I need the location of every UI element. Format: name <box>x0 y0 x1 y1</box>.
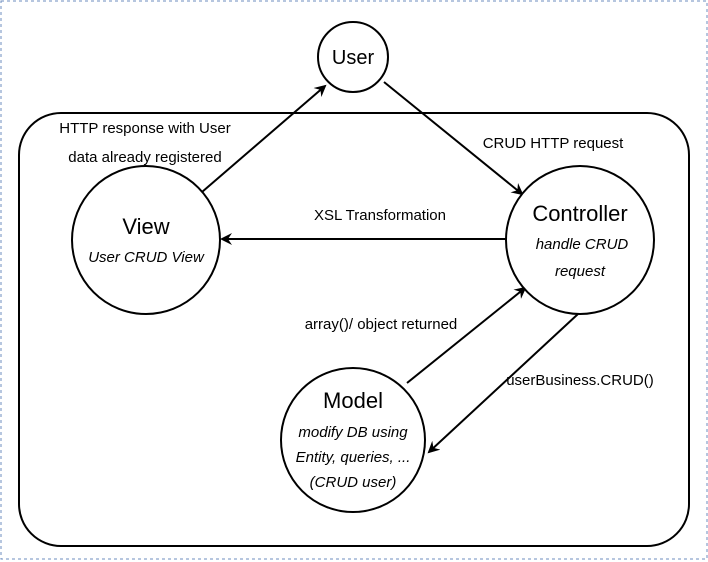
model-title: Model <box>323 388 383 413</box>
user-node[interactable]: User <box>317 21 389 93</box>
model-node[interactable]: Model modify DB using Entity, queries, .… <box>280 367 426 513</box>
controller-subtitle-line-2: request <box>555 263 606 280</box>
view-node[interactable]: View User CRUD View <box>71 165 221 315</box>
view-title: View <box>122 214 169 239</box>
model-subtitle-line-3: (CRUD user) <box>310 474 397 491</box>
edge-model-to-controller <box>406 286 527 384</box>
edge-label-view-to-user-line-2: data already registered <box>68 149 221 166</box>
controller-node[interactable]: Controller handle CRUD request <box>505 165 655 315</box>
edge-label-view-to-user-line-1: HTTP response with User <box>59 120 230 137</box>
user-title: User <box>332 47 375 69</box>
model-circle <box>280 367 426 513</box>
controller-subtitle-line-1: handle CRUD <box>536 236 629 253</box>
app-container <box>18 112 690 547</box>
edge-label-model-to-controller: array()/ object returned <box>305 316 458 333</box>
edge-label-user-to-controller: CRUD HTTP request <box>483 135 624 152</box>
edge-view-to-user <box>201 84 327 193</box>
edge-label-controller-to-view: XSL Transformation <box>314 207 446 224</box>
view-subtitle: User CRUD View <box>88 249 205 266</box>
controller-title: Controller <box>532 201 627 226</box>
controller-circle <box>505 165 655 315</box>
user-circle <box>317 21 389 93</box>
model-subtitle-line-2: Entity, queries, ... <box>296 449 411 466</box>
edge-controller-to-model <box>427 313 579 454</box>
model-subtitle-line-1: modify DB using <box>298 424 408 441</box>
view-circle <box>71 165 221 315</box>
edge-user-to-controller <box>383 81 524 196</box>
edge-label-controller-to-model: userBusiness.CRUD() <box>506 372 654 389</box>
